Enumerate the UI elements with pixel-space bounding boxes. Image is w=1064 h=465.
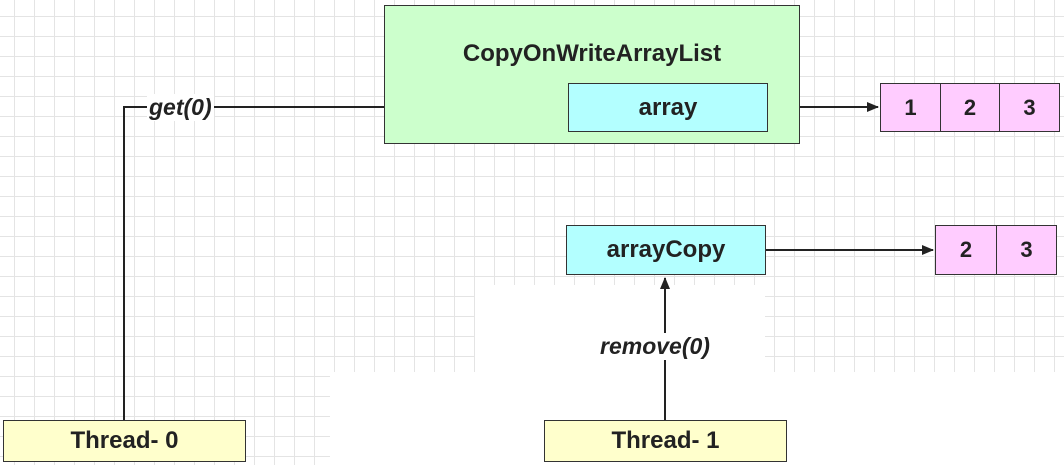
array-copy-cell: 3 bbox=[996, 225, 1057, 275]
array-cell: 3 bbox=[999, 83, 1060, 132]
thread-1-box: Thread- 1 bbox=[544, 420, 787, 462]
array-cell: 2 bbox=[940, 83, 1000, 132]
array-copy-reference-box: arrayCopy bbox=[566, 225, 766, 275]
remove-operation-label: remove(0) bbox=[598, 333, 712, 360]
array-copy-cell: 2 bbox=[935, 225, 997, 275]
thread-0-box: Thread- 0 bbox=[3, 420, 246, 462]
get-operation-label: get(0) bbox=[147, 94, 214, 121]
container-title: CopyOnWriteArrayList bbox=[462, 40, 722, 67]
blank-area bbox=[475, 285, 765, 375]
array-reference-box: array bbox=[568, 83, 768, 132]
array-cell: 1 bbox=[880, 83, 941, 132]
get-arrow bbox=[123, 102, 567, 420]
